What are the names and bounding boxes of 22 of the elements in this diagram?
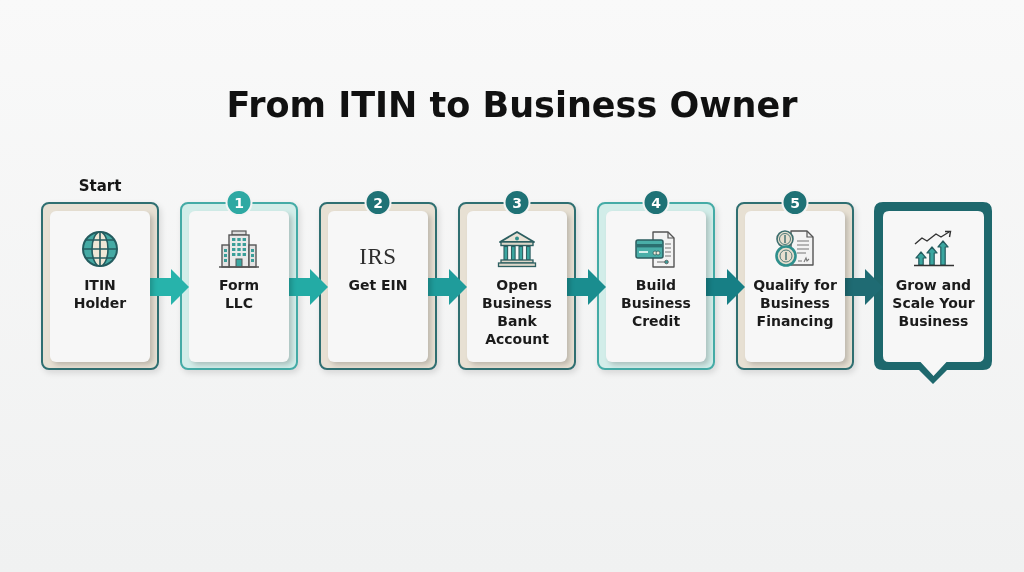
step-number: 1 (225, 189, 253, 216)
title: From ITIN to Business Owner (225, 84, 799, 127)
step-number: 3 (503, 189, 531, 216)
arrow (567, 269, 606, 305)
step-label: Qualify for Business Financing (752, 276, 838, 330)
agency-name: IRS (359, 246, 397, 268)
step-label: Form LLC (217, 276, 261, 312)
arrow (845, 269, 883, 305)
arrow (428, 269, 467, 305)
arrow (706, 269, 745, 305)
step-label: Open Business Bank Account (481, 276, 553, 348)
step-number: 2 (364, 189, 392, 216)
goal-card (883, 211, 984, 376)
step-label: Build Business Credit (620, 276, 692, 330)
arrow (289, 269, 328, 305)
start-label: Start (78, 177, 122, 195)
arrow (150, 269, 189, 305)
step-number: 4 (642, 189, 670, 216)
step-label: Get EIN (348, 276, 408, 294)
step-number: 5 (781, 189, 809, 216)
step-label: Grow and Scale Your Business (891, 276, 976, 330)
step-label: ITIN Holder (72, 276, 128, 312)
